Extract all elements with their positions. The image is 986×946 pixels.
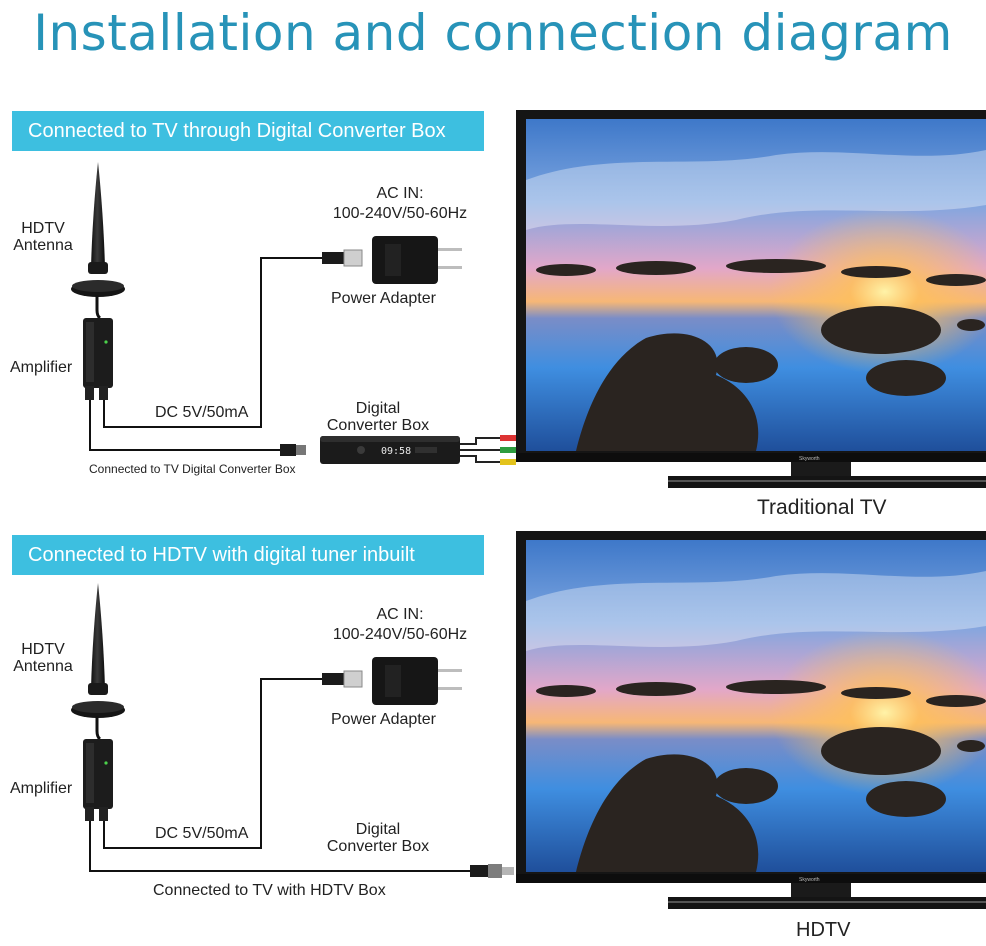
section-2-banner: Connected to HDTV with digital tuner inb… [12,535,484,575]
section-1-coax-cable [89,400,280,451]
section-1-connection-text: Connected to TV Digital Converter Box [89,462,296,476]
section-1-banner: Connected to TV through Digital Converte… [12,111,484,151]
tv-brand: Skyworth [799,456,820,462]
section-2-converter-label: Digital Converter Box [326,821,430,855]
section-2-power-adapter [372,657,462,705]
section-2-amplifier [83,739,113,821]
section-2-connection-text: Connected to TV with HDTV Box [153,882,386,899]
section-2-antenna-label: HDTV Antenna [13,641,73,675]
section-2-amplifier-label: Amplifier [10,780,73,797]
box-display: 09:58 [381,446,411,457]
section-2-dc-cable [103,678,322,849]
traditional-tv-label: Traditional TV [757,496,887,519]
section-1-ac-in-label: AC IN: 100-240V/50-60Hz [332,185,468,222]
section-1-coax-plug [280,444,306,456]
tv-brand: Skyworth [799,877,820,883]
section-1-power-adapter-label: Power Adapter [331,290,436,307]
page-title: Installation and connection diagram [33,4,953,62]
section-1-amplifier-label: Amplifier [10,359,73,376]
section-1-rca-cables [460,435,516,465]
section-1-amplifier [83,318,113,400]
section-2-ac-in-label: AC IN: 100-240V/50-60Hz [332,606,468,643]
section-1-power-adapter [372,236,462,284]
section-1-dc-label: DC 5V/50mA [155,404,249,421]
section-2-coax-cable [89,821,470,872]
section-1-usb-plug [321,249,363,267]
hdtv: Skyworth [516,531,986,913]
section-1-dc-cable [103,257,322,428]
hdtv-label: HDTV [796,919,851,941]
traditional-tv: Skyworth [516,110,986,492]
section-1-antenna-label: HDTV Antenna [13,220,73,254]
section-2-dc-label: DC 5V/50mA [155,825,249,842]
section-2-power-adapter-label: Power Adapter [331,711,436,728]
section-1-converter-label: Digital Converter Box [326,400,430,434]
section-1-converter-box: 09:58 [320,436,460,464]
section-2-usb-plug [321,670,363,688]
section-2-coax-plug [470,864,514,878]
